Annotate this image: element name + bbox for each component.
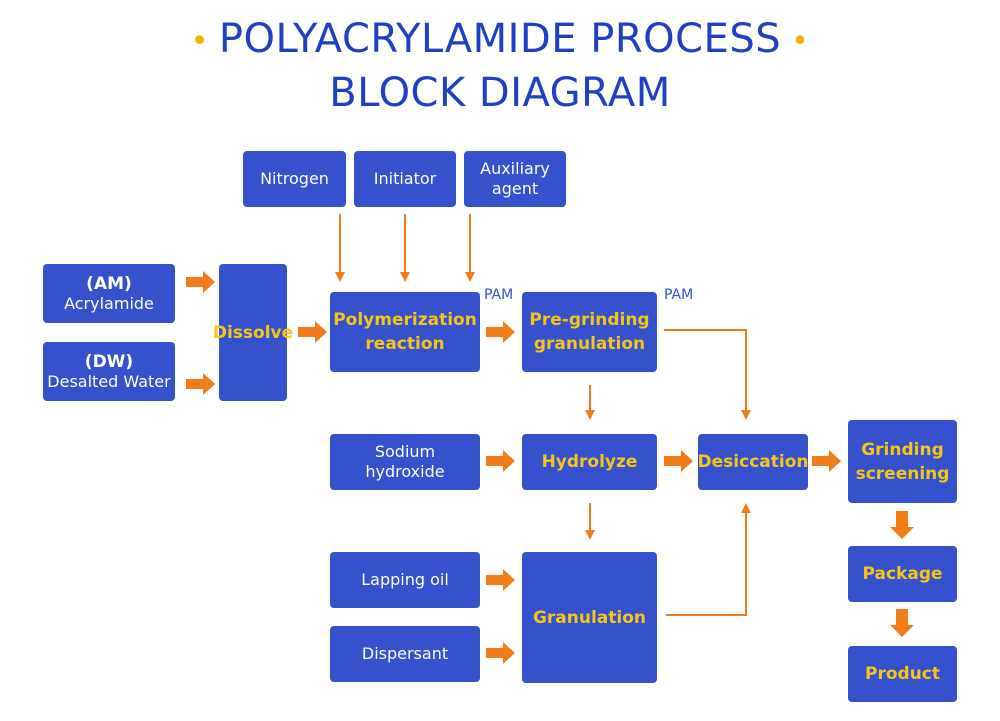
hydrolyze-box: Hydrolyze xyxy=(522,434,657,490)
granulation-label: Granulation xyxy=(532,607,647,628)
desalted-water-label: (DW)Desalted Water xyxy=(47,351,171,391)
block-arrows xyxy=(186,271,914,664)
nitrogen-label: Nitrogen xyxy=(260,169,329,188)
diagram-title-line1: •POLYACRYLAMIDE PROCESS• xyxy=(0,16,1000,62)
arrow-grinding-to-package xyxy=(890,511,914,539)
diagram-title-line2: BLOCK DIAGRAM xyxy=(329,70,671,116)
product-label: Product xyxy=(865,664,940,684)
arrow-dw-to-dissolve xyxy=(186,373,215,395)
dispersant-box: Dispersant xyxy=(330,626,480,682)
arrow-granulation-to-desiccation xyxy=(666,503,751,616)
dispersant-label: Dispersant xyxy=(361,644,449,663)
initiator-box: Initiator xyxy=(354,151,456,207)
package-box: Package xyxy=(848,546,957,602)
desalted-water-box: (DW)Desalted Water xyxy=(43,342,175,401)
arrow-desiccation-to-grinding xyxy=(812,450,841,472)
dissolve-label: Dissolve xyxy=(212,322,294,343)
sodium-hydroxide-box: Sodium hydroxide xyxy=(330,434,480,490)
desiccation-label: Desiccation xyxy=(697,452,809,472)
arrow-pregrinding-to-desiccation xyxy=(664,329,751,420)
sodium-hydroxide-label: Sodium hydroxide xyxy=(365,442,445,481)
arrow-package-to-product xyxy=(890,609,914,637)
hydrolyze-label: Hydrolyze xyxy=(541,452,638,472)
title-text-line1: POLYACRYLAMIDE PROCESS xyxy=(218,16,782,62)
acrylamide-label: (AM)Acrylamide xyxy=(64,273,154,313)
desiccation-box: Desiccation xyxy=(698,434,808,490)
bullet-right: • xyxy=(791,23,810,59)
arrow-lapping-to-granulation xyxy=(486,569,515,591)
lapping-oil-box: Lapping oil xyxy=(330,552,480,608)
arrow-hydrolyze-to-desiccation xyxy=(664,450,693,472)
arrow-polymerization-to-pregrinding xyxy=(486,321,515,343)
acrylamide-box: (AM)Acrylamide xyxy=(43,264,175,323)
dissolve-box: Dissolve xyxy=(213,264,293,401)
pam-label-1: PAM xyxy=(484,287,514,303)
arrow-am-to-dissolve xyxy=(186,271,215,293)
package-label: Package xyxy=(862,564,943,584)
product-box: Product xyxy=(848,646,957,702)
nitrogen-box: Nitrogen xyxy=(243,151,346,207)
arrow-dispersant-to-granulation xyxy=(486,642,515,664)
granulation-box: Granulation xyxy=(522,552,657,683)
arrow-dissolve-to-polymerization xyxy=(298,321,327,343)
lapping-oil-label: Lapping oil xyxy=(361,570,449,589)
arrow-sodium-to-hydrolyze xyxy=(486,450,515,472)
bullet-left: • xyxy=(190,23,209,59)
pam-label-2: PAM xyxy=(664,287,694,303)
initiator-label: Initiator xyxy=(373,169,437,188)
